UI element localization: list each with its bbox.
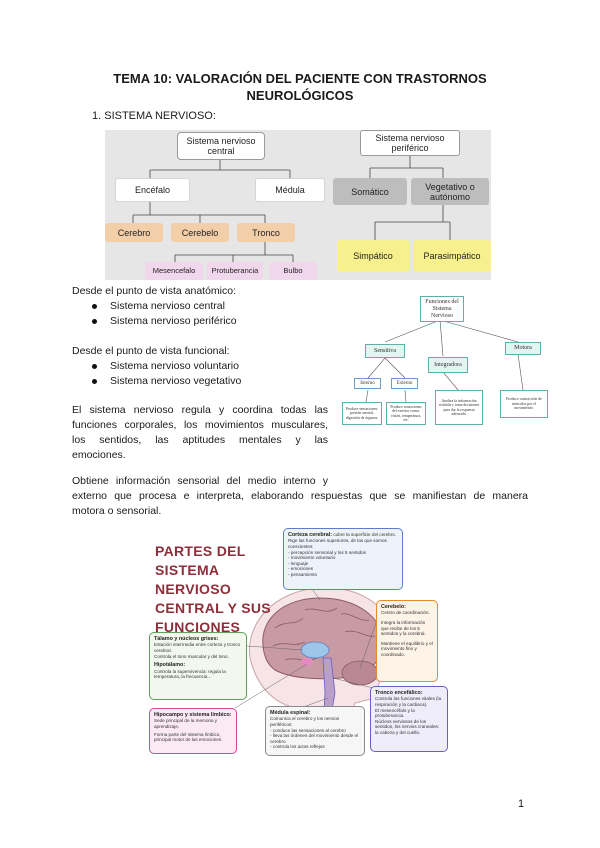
list-item: Sistema nervioso periférico: [72, 314, 237, 329]
functional-list: Sistema nervioso voluntario Sistema nerv…: [72, 359, 241, 389]
tronco-node: Tronco: [237, 223, 295, 242]
paragraph-sensory: Obtiene información sensorial del medio …: [72, 475, 528, 517]
vegetativo-node: Vegetativo o autónomo: [411, 178, 489, 205]
integradora-description: Analiza la información recibida y toma d…: [435, 390, 483, 425]
functions-connectors: [365, 319, 524, 403]
list-item: Sistema nervioso voluntario: [72, 359, 241, 374]
cerebro-node: Cerebro: [105, 223, 163, 242]
integradora-node: Integradora: [428, 357, 468, 373]
functions-root: Funciones del Sistema Nervioso: [420, 296, 464, 322]
bullet-icon: [92, 379, 97, 384]
medula-node: Médula: [255, 178, 325, 202]
list-item: Sistema nervioso central: [72, 299, 237, 314]
mesencefalo-node: Mesencefalo: [145, 262, 203, 280]
bullet-icon: [92, 364, 97, 369]
page-title: TEMA 10: VALORACIÓN DEL PACIENTE CON TRA…: [113, 71, 487, 103]
infographic-title: PARTES DEL SISTEMA NERVIOSO CENTRAL Y SU…: [155, 543, 271, 635]
corteza-card: Corteza cerebral: cubre la superficie de…: [283, 528, 403, 590]
anatomic-list: Sistema nervioso central Sistema nervios…: [72, 299, 237, 329]
hipocampo-card: Hipocampo y sistema límbico: Sede princi…: [149, 708, 237, 754]
sensitiva-node: Sensitiva: [365, 344, 405, 358]
cns-infographic: PARTES DEL SISTEMA NERVIOSO CENTRAL Y SU…: [145, 528, 453, 758]
list-item: Sistema nervioso vegetativo: [72, 374, 241, 389]
tronco-card: Tronco encefálico: Controla las funcione…: [370, 686, 448, 752]
motora-node: Motora: [505, 342, 541, 355]
paragraph-regulation: El sistema nervioso regula y coordina to…: [72, 404, 328, 461]
protuberancia-node: Protuberancia: [207, 262, 263, 280]
diagram-connectors: [132, 155, 451, 262]
nervous-system-diagram: Sistema nervioso central Sistema nervios…: [105, 130, 491, 280]
bulbo-node: Bulbo: [269, 262, 317, 280]
simpatico-node: Simpático: [337, 240, 409, 272]
cerebelo-node: Cerebelo: [171, 223, 229, 242]
section-heading: 1. SISTEMA NERVIOSO:: [92, 110, 216, 122]
brain-illustration: [234, 557, 397, 734]
externo-node: Externo: [391, 378, 418, 389]
motora-description: Produce contracción de músculos por el m…: [500, 390, 548, 418]
bullet-icon: [92, 319, 97, 324]
somatico-node: Somático: [333, 178, 407, 205]
externo-description: Produce sensaciones del exterior como: v…: [386, 402, 426, 425]
encefalo-node: Encéfalo: [115, 178, 190, 202]
anatomic-intro: Desde el punto de vista anatómico:: [72, 285, 237, 297]
parasimpatico-node: Parasimpático: [413, 240, 491, 272]
functional-intro: Desde el punto de vista funcional:: [72, 345, 230, 357]
talamo-card: Tálamo y núcleos grises: Estación interm…: [149, 632, 247, 700]
snp-node: Sistema nervioso periférico: [360, 130, 460, 156]
interno-node: Interno: [354, 378, 381, 389]
functions-diagram: Funciones del Sistema Nervioso Sensitiva…: [340, 290, 550, 425]
snc-node: Sistema nervioso central: [177, 132, 265, 160]
cerebelo-card: Cerebelo: Centro de coordinación. Integr…: [376, 600, 438, 682]
interno-description: Produce sensaciones: presión arterial, d…: [342, 402, 382, 425]
bullet-icon: [92, 304, 97, 309]
medula-card: Médula espinal: Comunica el cerebro y lo…: [265, 706, 365, 756]
page-number: 1: [518, 798, 525, 810]
